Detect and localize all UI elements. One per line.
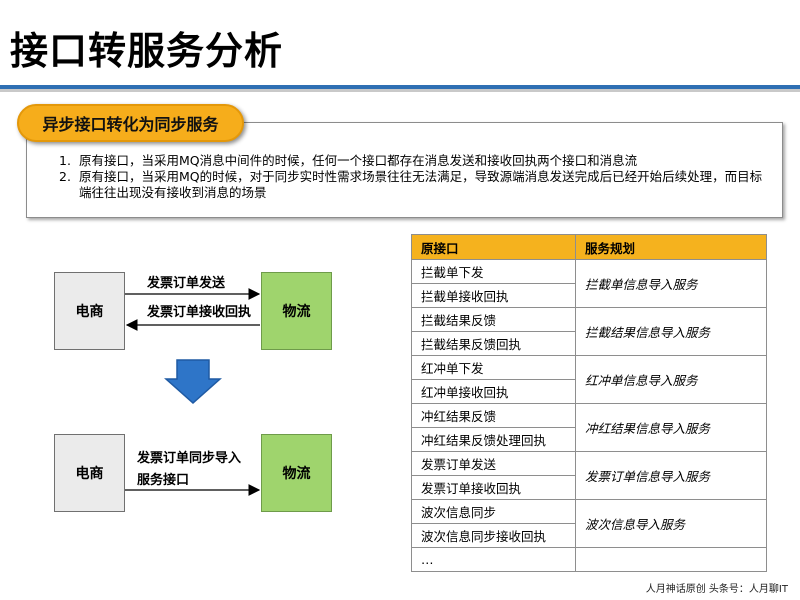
interface-cell: 波次信息同步 (411, 499, 576, 524)
service-cell: 波次信息导入服务 (575, 499, 767, 548)
table-row: 拦截结果反馈回执 (411, 331, 767, 356)
interface-cell: 拦截单下发 (411, 259, 576, 284)
footer-credit: 人月神话原创 头条号：人月聊IT (645, 584, 788, 595)
table-row: 波次信息同步 波次信息导入服务 (411, 499, 767, 548)
interface-cell: 拦截单接收回执 (411, 283, 576, 308)
table-row: … (411, 547, 767, 572)
source-system-label: 电商 (75, 466, 104, 482)
target-system-node: 物流 (261, 272, 332, 350)
page-title: 接口转服务分析 (10, 29, 284, 73)
target-system-label: 物流 (282, 304, 311, 320)
service-mapping-table: 原接口 服务规划 拦截单下发 拦截单信息导入服务 拦截单接收回执 拦截结果反馈 … (411, 234, 767, 572)
sync-service-label: 发票订单同步导入 服务接口 (137, 448, 241, 492)
target-system-node: 物流 (261, 434, 332, 512)
table-row: 波次信息同步接收回执 (411, 523, 767, 548)
source-system-node: 电商 (54, 272, 125, 350)
table-row: 拦截结果反馈 拦截结果信息导入服务 (411, 307, 767, 356)
column-header-original-interface: 原接口 (411, 234, 576, 260)
down-arrow-icon (164, 359, 222, 405)
sync-service-label-line: 发票订单同步导入 (137, 451, 242, 466)
interface-cell: 发票订单发送 (411, 451, 576, 476)
note-item: 2. 原有接口，当采用MQ的时候，对于同步实时性需求场景往往无法满足，导致源端消… (57, 169, 770, 201)
receipt-flow-label: 发票订单接收回执 (147, 305, 252, 320)
notes-box: 1. 原有接口，当采用MQ消息中间件的时候，任何一个接口都存在消息发送和接收回执… (26, 122, 783, 218)
service-cell: 冲红结果信息导入服务 (575, 403, 767, 452)
notes-list: 1. 原有接口，当采用MQ消息中间件的时候，任何一个接口都存在消息发送和接收回执… (27, 123, 782, 201)
table-row: 红冲单下发 红冲单信息导入服务 (411, 355, 767, 404)
note-text: 原有接口，当采用MQ的时候，对于同步实时性需求场景往往无法满足，导致源端消息发送… (79, 169, 763, 200)
interface-cell: 红冲单下发 (411, 355, 576, 380)
table-row: 冲红结果反馈 冲红结果信息导入服务 (411, 403, 767, 452)
table-header-row: 原接口 服务规划 (411, 234, 767, 260)
note-text: 原有接口，当采用MQ消息中间件的时候，任何一个接口都存在消息发送和接收回执两个接… (79, 153, 638, 168)
title-divider (0, 85, 800, 89)
source-system-label: 电商 (75, 304, 104, 320)
table-row: 拦截单下发 拦截单信息导入服务 (411, 259, 767, 308)
table-row: 冲红结果反馈处理回执 (411, 427, 767, 452)
note-item: 1. 原有接口，当采用MQ消息中间件的时候，任何一个接口都存在消息发送和接收回执… (57, 153, 770, 169)
interface-cell: 拦截结果反馈回执 (411, 331, 576, 356)
note-number: 2. (59, 169, 71, 184)
service-cell: 红冲单信息导入服务 (575, 355, 767, 404)
table-row: 发票订单接收回执 (411, 475, 767, 500)
table-row: 发票订单发送 发票订单信息导入服务 (411, 451, 767, 500)
interface-cell: 冲红结果反馈 (411, 403, 576, 428)
sync-service-label-line: 服务接口 (137, 473, 190, 488)
target-system-label: 物流 (282, 466, 311, 482)
interface-cell: 发票订单接收回执 (411, 475, 576, 500)
ellipsis-cell: … (411, 547, 576, 572)
source-system-node: 电商 (54, 434, 125, 512)
interface-cell: 红冲单接收回执 (411, 379, 576, 404)
service-cell: 拦截结果信息导入服务 (575, 307, 767, 356)
empty-cell (575, 547, 767, 572)
note-number: 1. (59, 153, 71, 168)
service-cell: 发票订单信息导入服务 (575, 451, 767, 500)
column-header-service-plan: 服务规划 (575, 234, 767, 260)
send-flow-label: 发票订单发送 (147, 276, 226, 291)
section-label: 异步接口转化为同步服务 (17, 104, 244, 142)
title-divider-shadow (0, 89, 800, 92)
interface-cell: 冲红结果反馈处理回执 (411, 427, 576, 452)
interface-cell: 波次信息同步接收回执 (411, 523, 576, 548)
interface-cell: 拦截结果反馈 (411, 307, 576, 332)
service-cell: 拦截单信息导入服务 (575, 259, 767, 308)
